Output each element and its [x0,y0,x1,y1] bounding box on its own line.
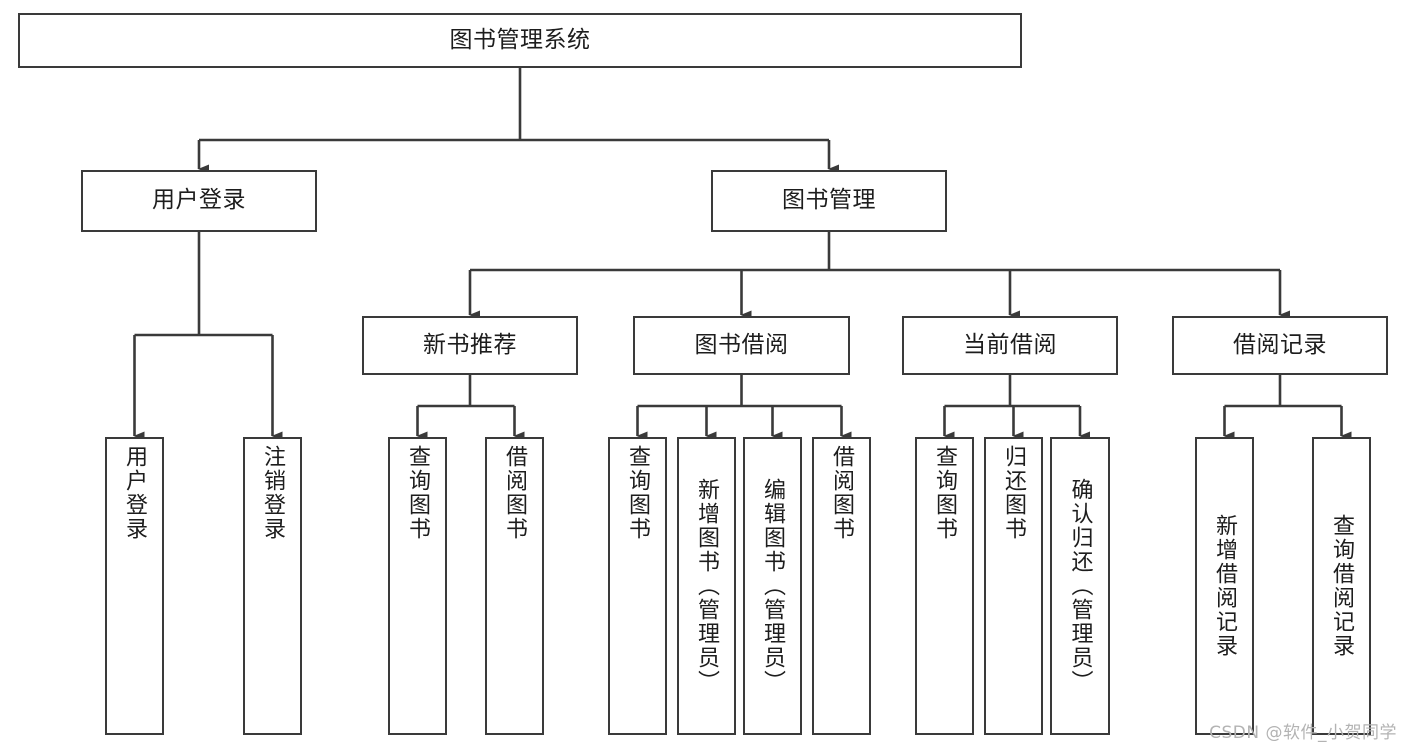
node-label-book-borrow: 图书借阅 [694,331,789,358]
node-leaf-confirm-return-admin[interactable]: 确认归还（管理员） [1050,437,1110,735]
node-leaf-query-book-2[interactable]: 查询图书 [608,437,667,735]
node-label-leaf-user-login: 用户登录 [122,445,148,541]
node-leaf-add-book-admin[interactable]: 新增图书（管理员） [677,437,736,735]
node-user-login[interactable]: 用户登录 [81,170,317,232]
node-label-leaf-borrow-book-2: 借阅图书 [829,445,855,541]
node-borrow-record[interactable]: 借阅记录 [1172,316,1388,375]
node-label-borrow-record: 借阅记录 [1233,331,1327,358]
node-label-leaf-add-borrow-record: 新增借阅记录 [1212,514,1238,658]
node-label-current-borrow: 当前借阅 [963,331,1057,358]
node-label-leaf-query-book-1: 查询图书 [405,445,431,541]
node-leaf-user-login[interactable]: 用户登录 [105,437,164,735]
node-label-leaf-query-book-3: 查询图书 [932,445,958,541]
node-leaf-borrow-book-2[interactable]: 借阅图书 [812,437,871,735]
node-label-new-book-rec: 新书推荐 [423,331,517,358]
node-leaf-query-book-1[interactable]: 查询图书 [388,437,447,735]
csdn-watermark: CSDN @软件_小贺同学 [1209,723,1397,743]
node-leaf-return-book[interactable]: 归还图书 [984,437,1043,735]
node-label-leaf-return-book: 归还图书 [1001,445,1027,541]
node-book-borrow[interactable]: 图书借阅 [633,316,850,375]
node-label-leaf-borrow-book-1: 借阅图书 [502,445,528,541]
node-label-leaf-edit-book-admin: 编辑图书（管理员） [760,478,786,694]
node-label-leaf-query-borrow-record: 查询借阅记录 [1329,514,1355,658]
node-label-root: 图书管理系统 [449,26,591,53]
node-label-book-manage: 图书管理 [782,187,876,214]
node-leaf-borrow-book-1[interactable]: 借阅图书 [485,437,544,735]
node-leaf-logout-login[interactable]: 注销登录 [243,437,302,735]
node-label-user-login: 用户登录 [152,187,246,214]
node-leaf-query-book-3[interactable]: 查询图书 [915,437,974,735]
node-leaf-query-borrow-record[interactable]: 查询借阅记录 [1312,437,1371,735]
node-label-leaf-logout-login: 注销登录 [260,445,286,541]
node-current-borrow[interactable]: 当前借阅 [902,316,1118,375]
node-label-leaf-query-book-2: 查询图书 [625,445,651,541]
node-label-leaf-confirm-return-admin: 确认归还（管理员） [1067,478,1093,694]
node-new-book-rec[interactable]: 新书推荐 [362,316,578,375]
node-leaf-edit-book-admin[interactable]: 编辑图书（管理员） [743,437,802,735]
node-leaf-add-borrow-record[interactable]: 新增借阅记录 [1195,437,1254,735]
node-label-leaf-add-book-admin: 新增图书（管理员） [694,478,720,694]
node-book-manage[interactable]: 图书管理 [711,170,947,232]
node-root[interactable]: 图书管理系统 [18,13,1022,68]
